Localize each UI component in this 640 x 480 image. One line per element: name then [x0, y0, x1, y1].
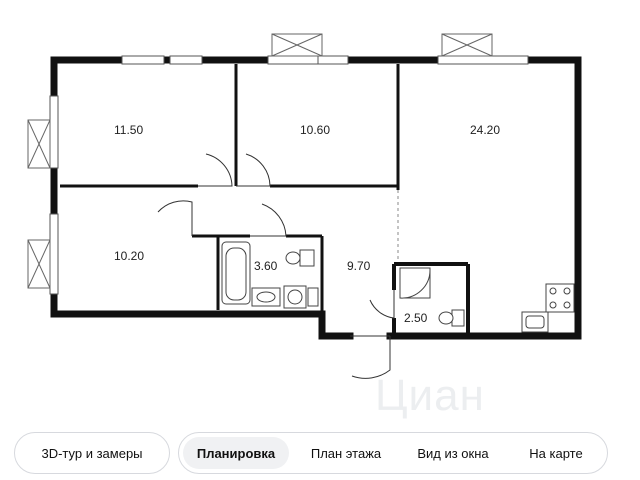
inner-walls — [60, 64, 400, 314]
view-segment-control: Планировка План этажа Вид из окна На кар… — [178, 432, 608, 474]
room-area-bedroom-2: 10.60 — [300, 123, 330, 137]
watermark: Циан — [375, 371, 485, 420]
room-area-hallway: 9.70 — [347, 259, 371, 273]
kitchen-fixtures — [521, 283, 575, 333]
tab-window-view[interactable]: Вид из окна — [417, 445, 489, 461]
floor-plan-drawing: Циан — [27, 33, 582, 420]
room-area-bedroom-3: 10.20 — [114, 249, 144, 263]
room-area-bedroom-1: 11.50 — [114, 123, 143, 137]
room-area-bathroom: 3.60 — [254, 259, 278, 273]
tab-floor-plan[interactable]: План этажа — [310, 445, 382, 461]
room-area-living: 24.20 — [470, 123, 500, 137]
tab-layout[interactable]: Планировка — [183, 437, 289, 469]
toilet-walls — [392, 262, 470, 336]
floor-plan: Циан — [27, 33, 582, 420]
view-tab-bar: 3D-тур и замеры Планировка План этажа Ви… — [0, 432, 640, 476]
room-area-toilet: 2.50 — [404, 311, 428, 325]
balconies — [27, 33, 493, 289]
doors — [157, 153, 395, 379]
tab-map[interactable]: На карте — [529, 445, 583, 461]
3d-tour-button[interactable]: 3D-тур и замеры — [14, 432, 170, 474]
bath-fixtures — [221, 241, 465, 327]
